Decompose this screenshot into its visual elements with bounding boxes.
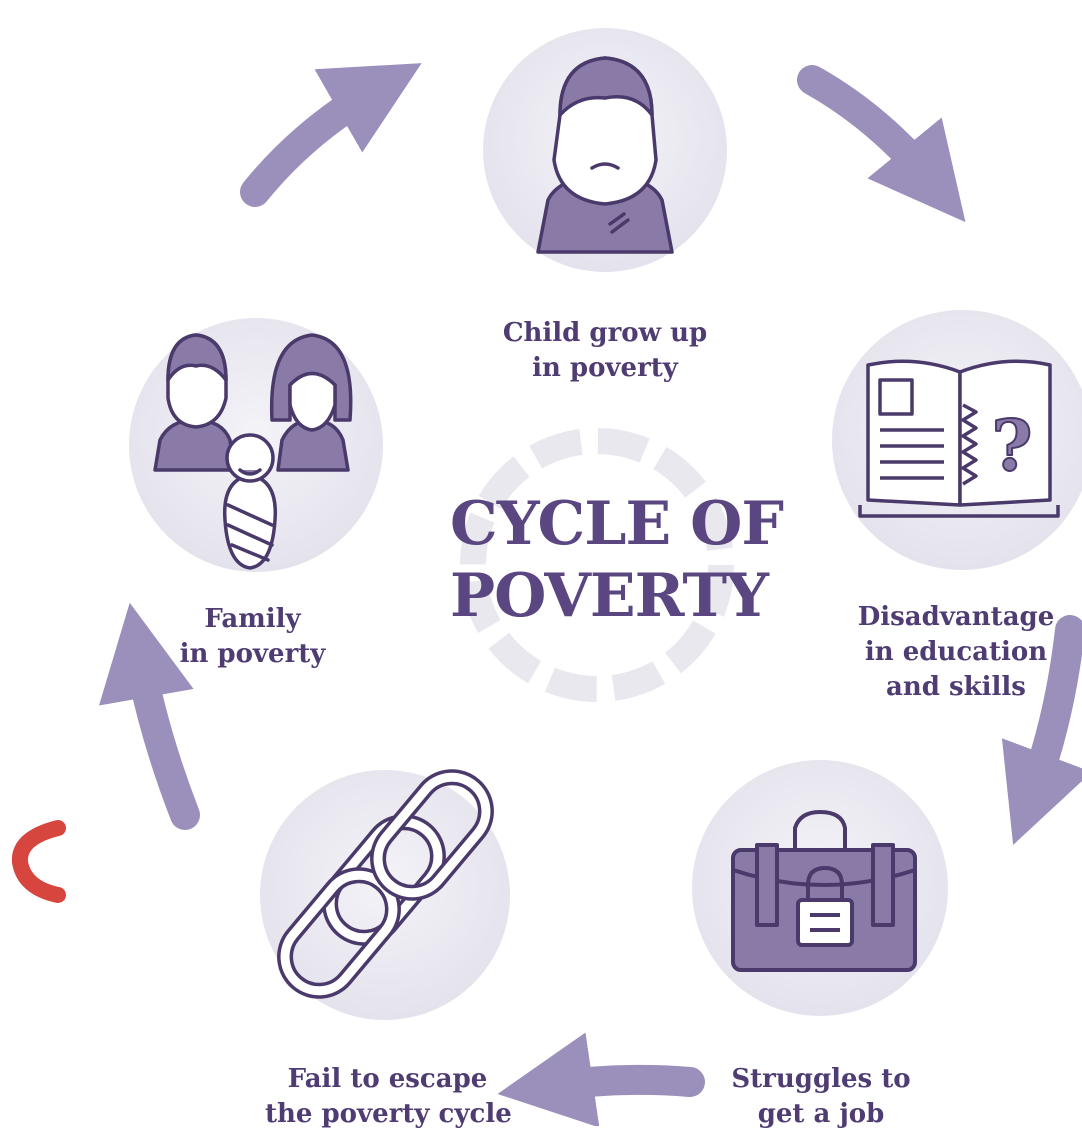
arrow-icon (98, 602, 200, 830)
step-label-child: Child grow up in poverty (502, 318, 708, 383)
logo-mark (11, 820, 66, 903)
step-label-escape: Fail to escape the poverty cycle (265, 1064, 512, 1129)
arrow-icon (497, 1032, 705, 1126)
step-label-job: Struggles to get a job (731, 1064, 911, 1129)
svg-text:?: ? (991, 404, 1032, 487)
locked-briefcase-icon (731, 810, 917, 972)
arrow-icon (240, 63, 422, 207)
title-line-2: POVERTY (450, 561, 769, 631)
step-label-family: Family in poverty (179, 604, 326, 669)
arrow-icon (797, 65, 966, 223)
title-line-1: CYCLE OF (450, 489, 784, 559)
sad-child-icon (536, 56, 674, 254)
broken-chain-icon (277, 769, 494, 999)
center-arrow-ring (460, 428, 734, 702)
step-label-education: Disadvantage in education and skills (857, 602, 1055, 702)
open-book-question-icon: ? (858, 359, 1060, 518)
cycle-arrows (98, 63, 1082, 1126)
family-icon (153, 333, 353, 570)
arrow-icon (1001, 615, 1082, 845)
diagram-title: CYCLE OF POVERTY (450, 488, 784, 632)
